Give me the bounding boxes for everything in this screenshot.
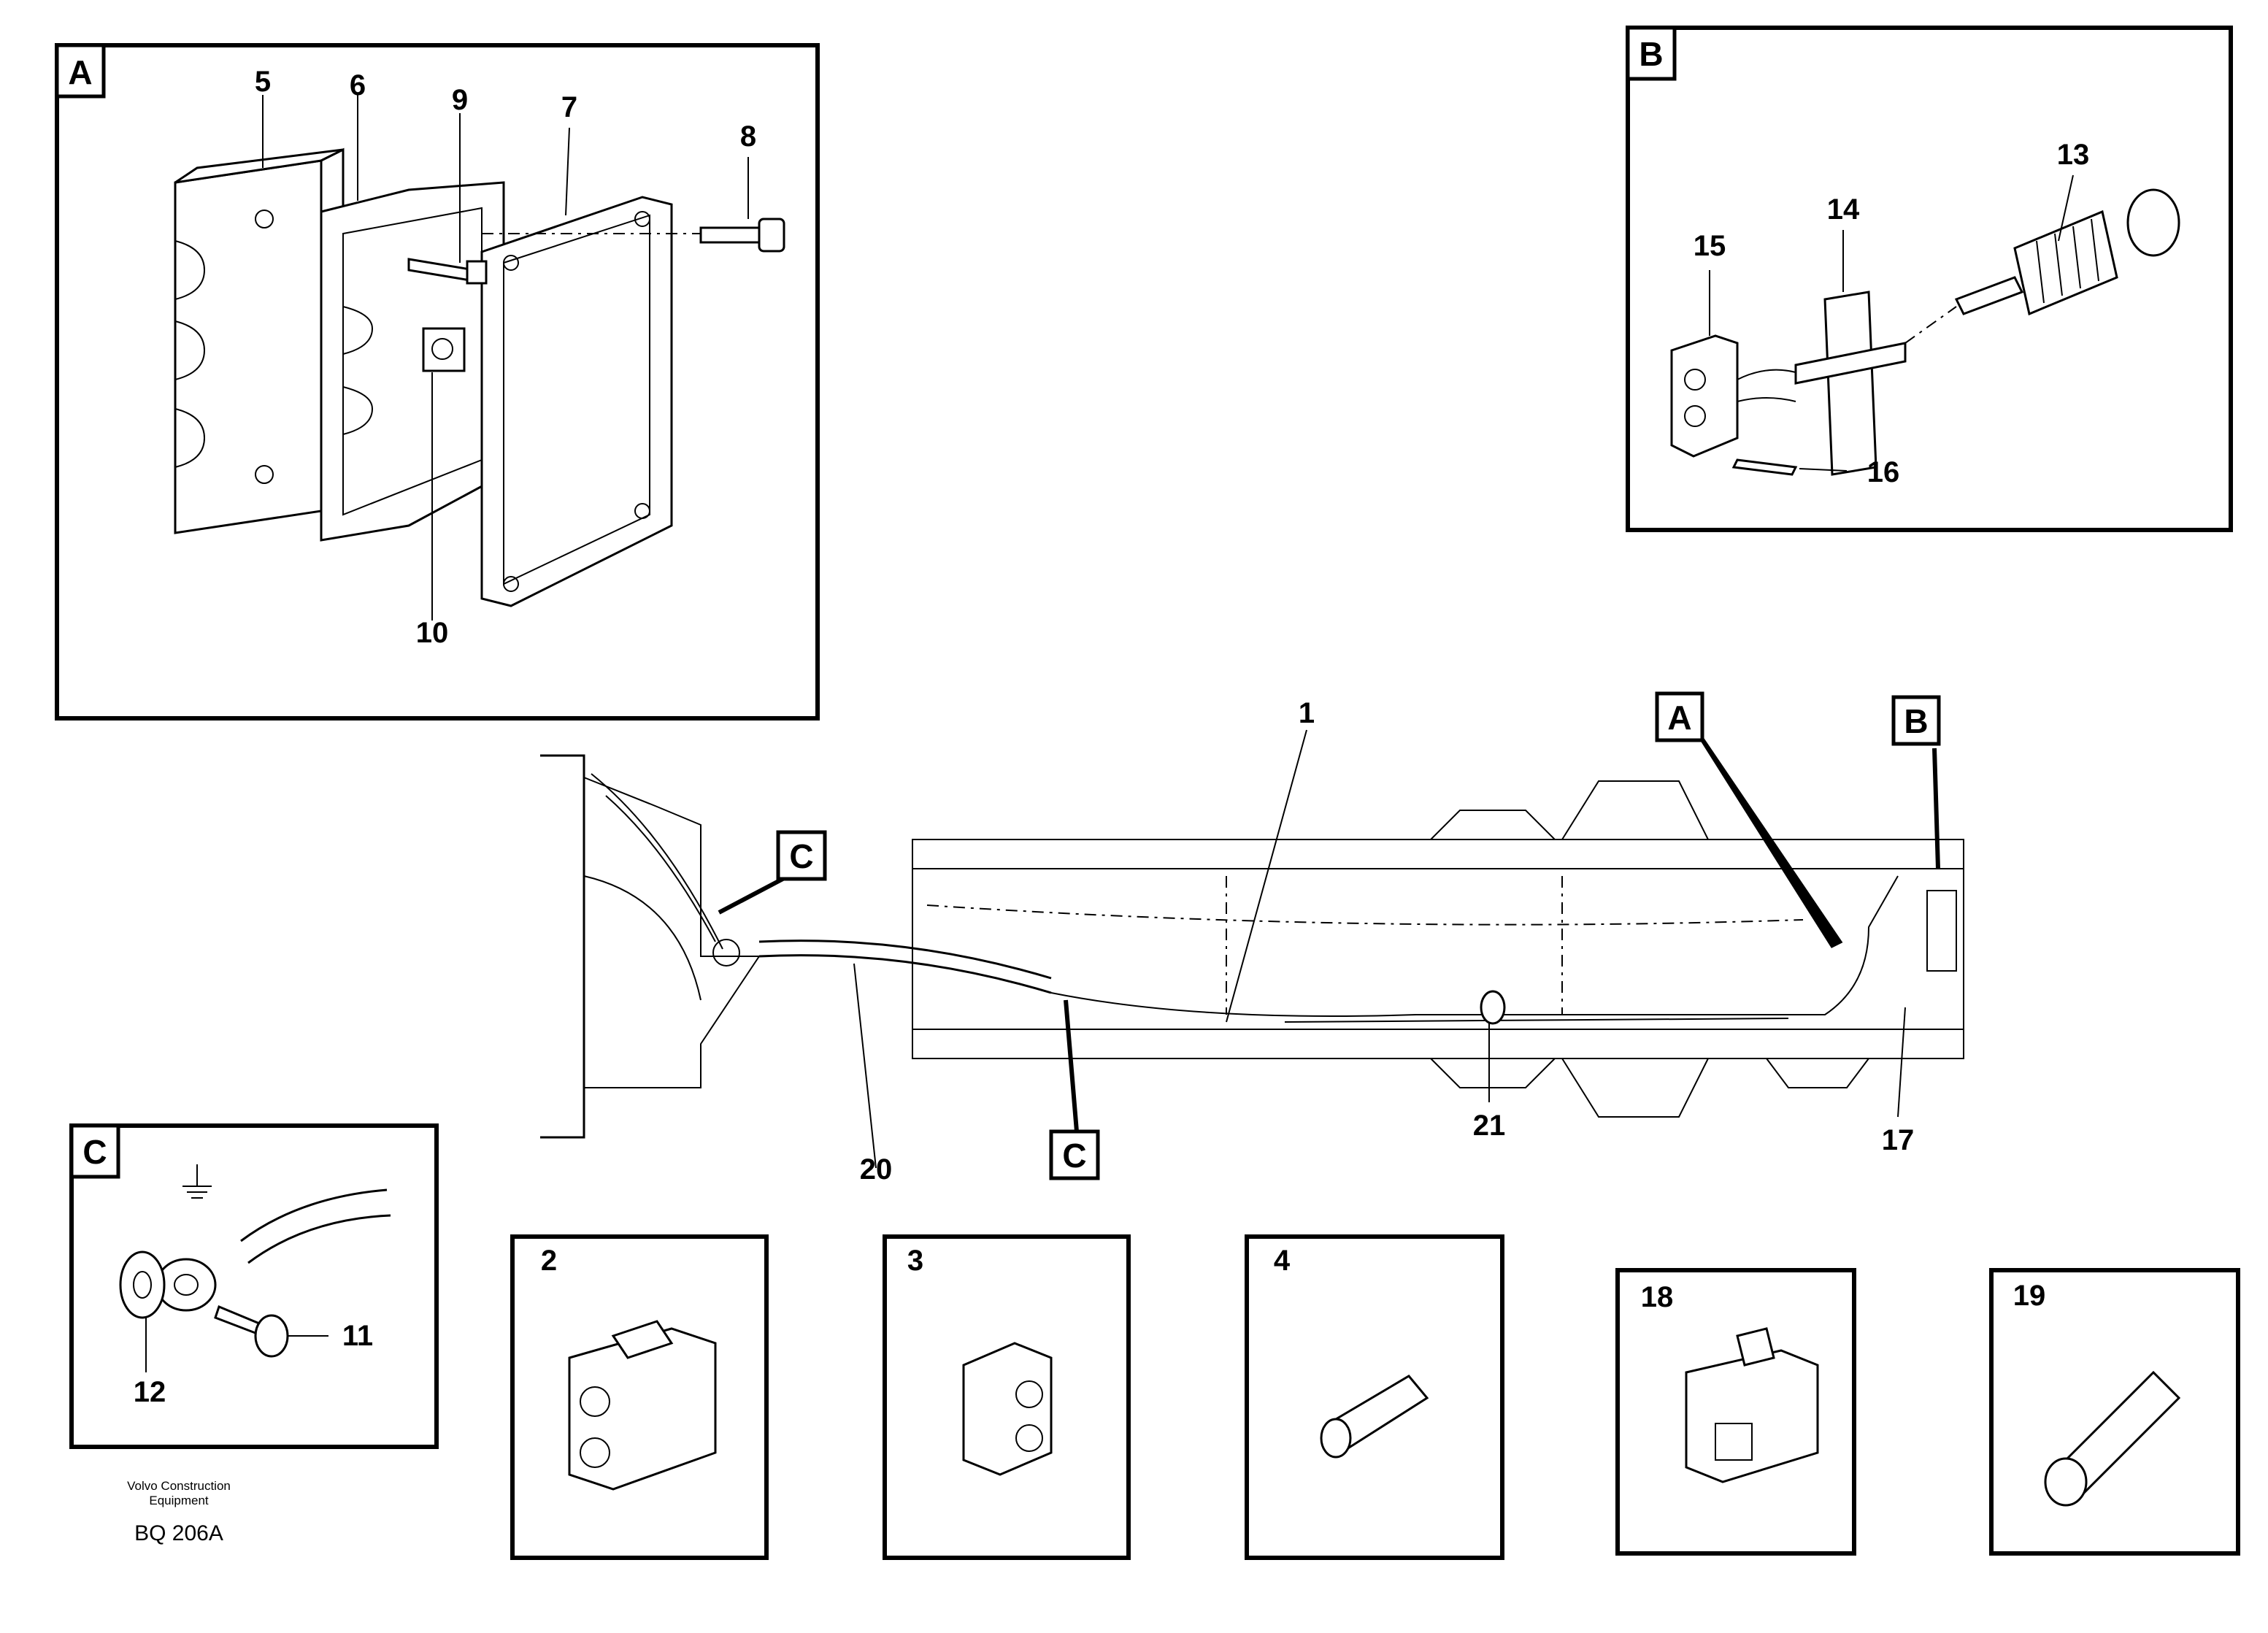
part-label-4: 4: [1274, 1245, 1291, 1277]
callout-5: 5: [255, 66, 271, 98]
callout-11: 11: [342, 1320, 373, 1352]
main-assembly: A B C C 1 20 21 17: [540, 691, 1964, 1186]
panel-a: A: [55, 43, 820, 721]
mounting-plate: [540, 754, 761, 1139]
part-label-19: 19: [2013, 1280, 2046, 1312]
drawing-code: BQ 206A: [134, 1521, 223, 1545]
company-line-1: Volvo Construction: [127, 1479, 231, 1493]
terminal-block: [422, 327, 466, 372]
junction-box-housing: [174, 147, 345, 534]
callout-10: 10: [416, 617, 449, 649]
screw-9: [407, 258, 488, 285]
company-line-2: Equipment: [149, 1494, 209, 1507]
part-box-4: 4: [1245, 1234, 1504, 1560]
pin-16: [1731, 458, 1798, 476]
ref-tag-c-lower: C: [1062, 1137, 1086, 1175]
callout-16: 16: [1867, 456, 1900, 488]
callout-12: 12: [134, 1376, 166, 1408]
callout-20: 20: [860, 1153, 893, 1186]
ref-tag-b: B: [1904, 702, 1928, 740]
callout-13: 13: [2057, 139, 2090, 171]
callout-17: 17: [1882, 1124, 1915, 1156]
part-label-3: 3: [907, 1245, 923, 1277]
ref-tag-c-upper: C: [789, 837, 813, 875]
connector-15: [1670, 334, 1796, 458]
callout-8: 8: [740, 120, 756, 153]
part-label-2: 2: [541, 1245, 557, 1277]
callout-21: 21: [1473, 1110, 1506, 1142]
callout-6: 6: [350, 69, 366, 101]
mounting-plate-14: [1794, 291, 1907, 476]
switch-13: [1904, 188, 2180, 344]
gasket: [320, 181, 505, 542]
callout-9: 9: [452, 84, 468, 116]
part-label-18: 18: [1641, 1281, 1674, 1313]
part-box-19: 19: [1989, 1268, 2240, 1556]
cover: [480, 196, 673, 607]
screw-8: [699, 218, 785, 253]
ref-tag-a: A: [1667, 699, 1691, 737]
callout-7: 7: [561, 91, 577, 123]
panel-c: C 11 12: [69, 1123, 439, 1449]
panel-a-tag: A: [68, 53, 92, 91]
part-box-3: 3: [883, 1234, 1131, 1560]
panel-b-tag: B: [1639, 35, 1663, 73]
part-box-18: 18: [1615, 1268, 1856, 1556]
callout-14: 14: [1827, 193, 1860, 226]
panel-c-tag: C: [82, 1133, 107, 1171]
panel-b: B 15 14 13 16: [1626, 26, 2233, 532]
callout-15: 15: [1694, 230, 1726, 262]
callout-1: 1: [1299, 697, 1315, 729]
part-box-2: 2: [510, 1234, 769, 1560]
ground-symbol-icon: [182, 1164, 212, 1199]
